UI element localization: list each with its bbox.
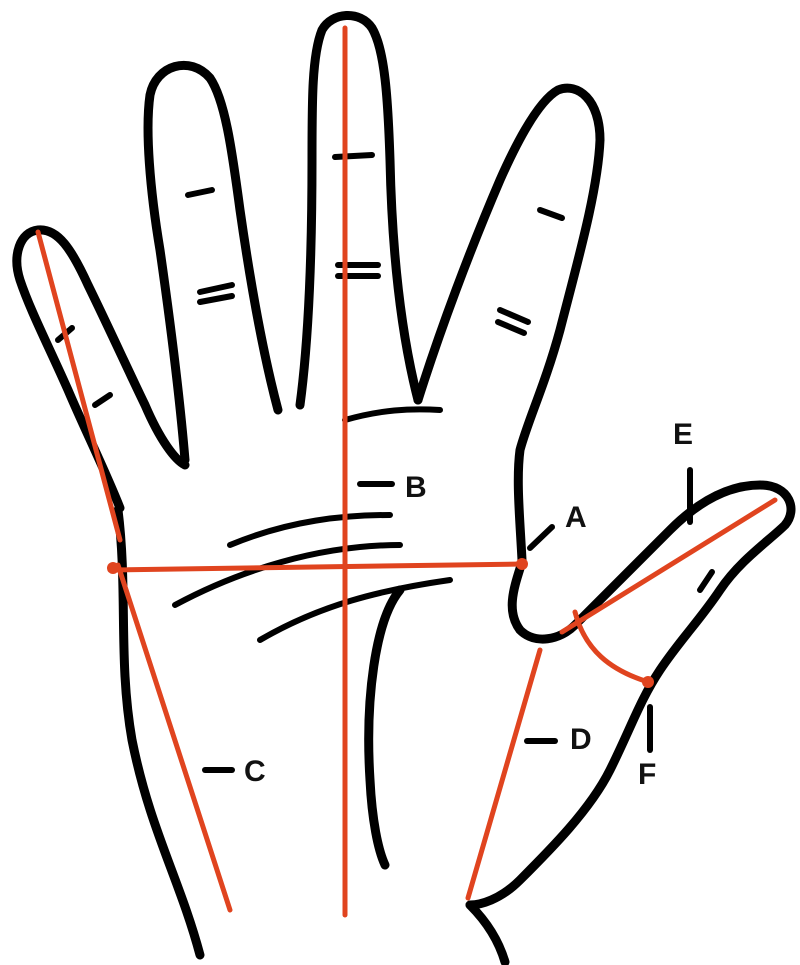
palm-left-edge bbox=[118, 510, 200, 955]
measure-line-pinky-length bbox=[38, 232, 120, 540]
measure-line-thumb-base-d bbox=[468, 650, 540, 898]
life-line bbox=[260, 580, 450, 640]
index-crease-2 bbox=[500, 310, 528, 322]
upper-palm-crease bbox=[345, 409, 440, 420]
ring-crease-2 bbox=[200, 285, 232, 292]
tick-a bbox=[530, 527, 552, 548]
index-crease-3 bbox=[498, 322, 524, 333]
measure-endpoint-a bbox=[516, 558, 528, 570]
wrist-right-edge bbox=[470, 905, 505, 962]
label-f: F bbox=[638, 758, 656, 791]
heart-line bbox=[230, 515, 390, 545]
pinky-crease-2 bbox=[95, 395, 110, 405]
ring-crease-3 bbox=[200, 296, 232, 302]
hand-outline bbox=[17, 15, 791, 962]
label-e: E bbox=[673, 418, 693, 451]
measure-endpoint-f bbox=[642, 676, 654, 688]
label-a: A bbox=[565, 501, 587, 534]
thumb-crease bbox=[700, 572, 712, 590]
index-crease-1 bbox=[540, 210, 562, 218]
measure-arc-thumb-f bbox=[575, 612, 648, 682]
middle-finger-outline bbox=[300, 15, 418, 405]
ring-crease-1 bbox=[188, 190, 212, 195]
measure-line-palm-width-a bbox=[110, 564, 522, 570]
middle-crease-1 bbox=[335, 155, 372, 157]
label-c: C bbox=[244, 755, 266, 788]
ring-finger-outline bbox=[148, 65, 278, 460]
label-d: D bbox=[570, 723, 592, 756]
label-b: B bbox=[405, 471, 427, 504]
thumb-base-inner bbox=[369, 590, 400, 865]
measure-endpoint-left bbox=[107, 562, 119, 574]
